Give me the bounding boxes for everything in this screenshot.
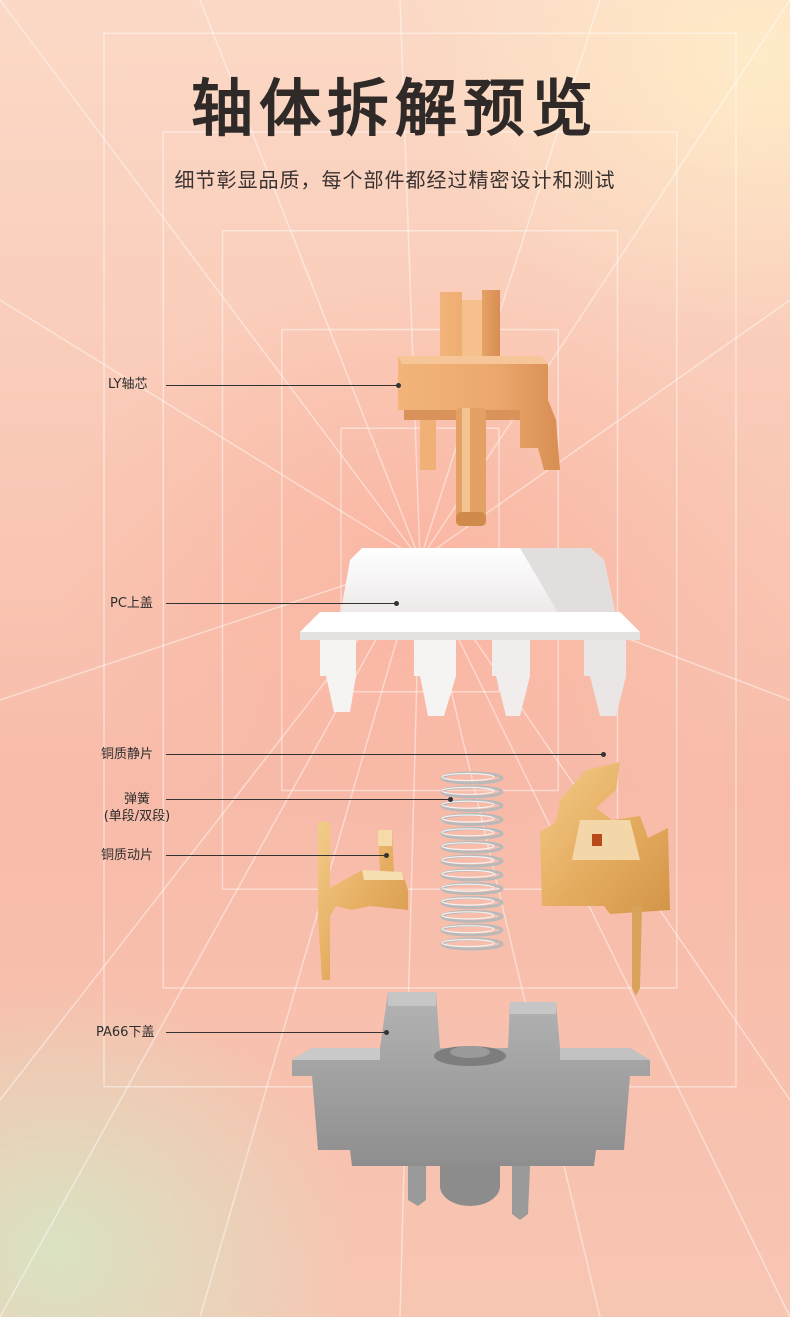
moving-leaf-label: 铜质动片 (101, 848, 154, 863)
spring-label-line2: (单段/双段) (103, 809, 171, 824)
spring-label: 弹簧 (单段/双段) (92, 791, 182, 825)
moving-leaf-leader-line (166, 855, 386, 856)
stem-leader-line (166, 385, 398, 386)
top-housing-leader-dot (394, 601, 399, 606)
bottom-housing-leader-dot (384, 1030, 389, 1035)
spring-leader-dot (448, 797, 453, 802)
bottom-housing-label: PA66下盖 (96, 1025, 155, 1040)
stem-leader-dot (396, 383, 401, 388)
stationary-leaf-leader-line (166, 754, 604, 755)
top-housing-leader-line (166, 603, 396, 604)
moving-leaf-leader-dot (384, 853, 389, 858)
page-title: 轴体拆解预览 (190, 72, 599, 145)
bottom-housing-leader-line (166, 1032, 386, 1033)
top-housing-label: PC上盖 (110, 596, 153, 611)
stationary-leaf-label: 铜质静片 (101, 747, 154, 762)
spring-label-line1: 弹簧 (123, 792, 150, 807)
stationary-leaf-leader-dot (601, 752, 606, 757)
stem-label: LY轴芯 (108, 377, 148, 392)
spring-leader-line (166, 799, 450, 800)
page-subtitle: 细节彰显品质，每个部件都经过精密设计和测试 (174, 168, 616, 192)
